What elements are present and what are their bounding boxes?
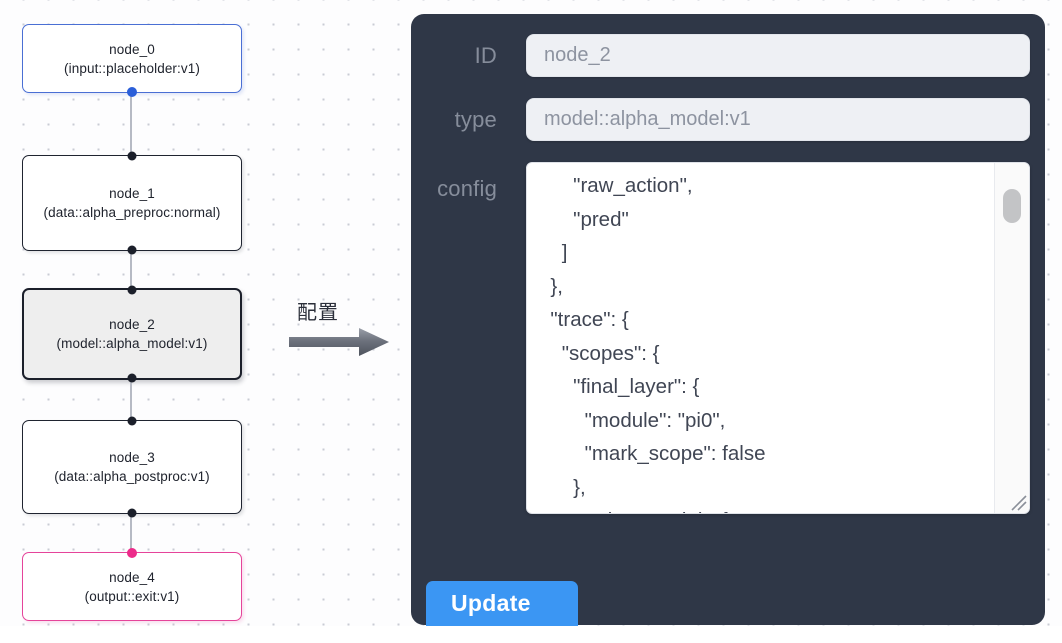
edge-node0-node1 (130, 93, 132, 155)
node-title: node_4 (109, 569, 155, 585)
flow-arrow-group: 配置 (289, 296, 397, 358)
node-config-panel: ID type config "raw_action", "pred" ] },… (411, 14, 1045, 625)
config-textarea-wrapper: "raw_action", "pred" ] }, "trace": { "sc… (526, 162, 1030, 514)
canvas-bottom-strip (0, 626, 1062, 643)
node-handle-bottom[interactable] (127, 87, 137, 97)
node-handle-bottom[interactable] (127, 373, 137, 383)
id-field-label: ID (474, 42, 497, 68)
arrow-caption-label: 配置 (297, 300, 339, 324)
config-scrollbar[interactable] (994, 163, 1029, 513)
graph-node-node_4[interactable]: node_4 (output::exit:v1) (22, 548, 242, 621)
node-type: (output::exit:v1) (84, 588, 180, 604)
node-type: (model::alpha_model:v1) (56, 336, 208, 351)
resize-grip-icon[interactable] (1006, 490, 1028, 512)
node-title: node_2 (109, 317, 155, 332)
node-handle-bottom[interactable] (127, 508, 137, 518)
config-field-row: config "raw_action", "pred" ] }, "trace"… (426, 162, 1030, 514)
graph-node-node_2[interactable]: node_2 (model::alpha_model:v1) (22, 285, 242, 383)
right-arrow-icon (289, 328, 389, 356)
node-handle-top[interactable] (127, 548, 137, 558)
update-button[interactable]: Update (426, 581, 578, 626)
edge-node2-node3 (130, 380, 132, 420)
edge-node3-node4 (130, 514, 132, 552)
node-title: node_1 (109, 186, 155, 201)
node-handle-bottom[interactable] (127, 245, 137, 255)
config-scrollbar-thumb[interactable] (1003, 189, 1021, 223)
node-handle-top[interactable] (127, 285, 137, 295)
node-title: node_0 (109, 41, 155, 57)
node-type: (input::placeholder:v1) (64, 60, 200, 76)
id-field-row: ID (426, 34, 1030, 77)
node-title: node_3 (109, 450, 155, 465)
node-handle-top[interactable] (127, 151, 137, 161)
config-textarea[interactable]: "raw_action", "pred" ] }, "trace": { "sc… (526, 162, 1030, 514)
config-field-label: config (437, 176, 497, 201)
node-type: (data::alpha_preproc:normal) (43, 205, 221, 220)
type-input[interactable] (526, 98, 1030, 141)
node-type: (data::alpha_postproc:v1) (54, 469, 210, 484)
type-field-label: type (454, 106, 497, 132)
type-field-row: type (426, 98, 1030, 141)
graph-node-node_3[interactable]: node_3 (data::alpha_postproc:v1) (22, 416, 242, 518)
graph-node-node_1[interactable]: node_1 (data::alpha_preproc:normal) (22, 151, 242, 255)
id-input[interactable] (526, 34, 1030, 77)
node-handle-top[interactable] (127, 416, 137, 426)
edge-node1-node2 (130, 251, 132, 288)
graph-node-node_0[interactable]: node_0 (input::placeholder:v1) (22, 24, 242, 97)
